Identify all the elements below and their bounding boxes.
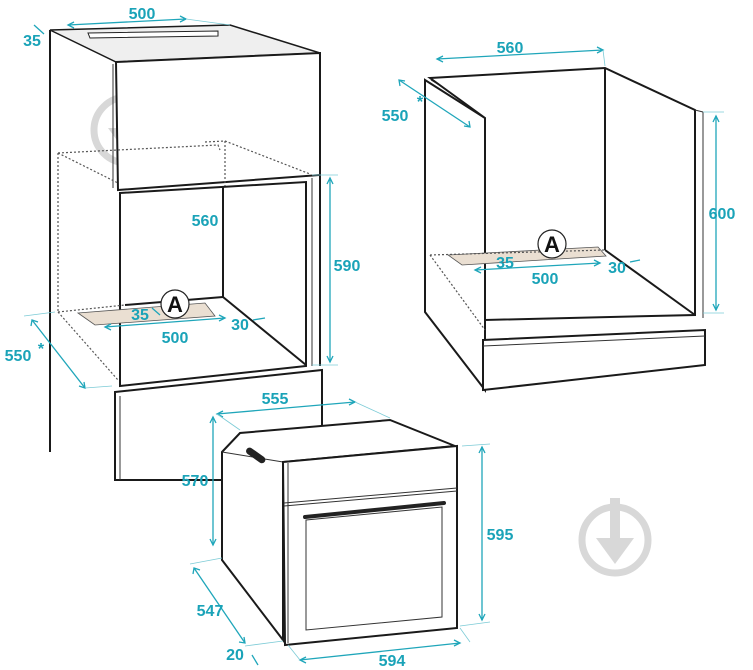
dim-slot-offset: 30 bbox=[231, 317, 249, 334]
dim-front-height: 595 bbox=[487, 527, 514, 544]
dim-body-depth: 555 bbox=[262, 391, 289, 408]
cabinet-upper-panel bbox=[114, 51, 321, 192]
dim-slot-depth: 35 bbox=[131, 307, 149, 324]
dim-front-width: 594 bbox=[379, 653, 406, 670]
oven-door-handle bbox=[303, 501, 446, 519]
slot-marker-circle bbox=[160, 289, 190, 319]
slot-marker-circle bbox=[537, 229, 567, 259]
dim-slot-width: 500 bbox=[162, 330, 189, 347]
base-cabinet bbox=[424, 66, 706, 393]
cabinet-left-panel bbox=[424, 78, 486, 393]
dim-slot-offset: 30 bbox=[608, 260, 626, 277]
dim-slot-width: 500 bbox=[532, 271, 559, 288]
dim-body-height: 570 bbox=[182, 473, 209, 490]
tall-cabinet bbox=[49, 24, 323, 481]
dim-depth: 550 bbox=[5, 348, 32, 365]
dim-slot-depth: 35 bbox=[496, 255, 514, 272]
dim-inner-depth: 560 bbox=[192, 213, 219, 230]
tall-cabinet-dimensions: 500 35 560 590 35 A 30 500 550 * bbox=[5, 6, 361, 389]
dim-depth: 547 bbox=[197, 603, 224, 620]
slot-marker: A bbox=[544, 232, 560, 257]
dim-height: 590 bbox=[334, 258, 361, 275]
base-cabinet-dimensions: 560 550 * 600 A 35 30 500 bbox=[382, 40, 736, 314]
dim-depth-note: * bbox=[38, 341, 45, 358]
dim-depth: 550 bbox=[382, 108, 409, 125]
oven-front bbox=[281, 444, 458, 647]
cabinet-plinth bbox=[482, 328, 706, 392]
oven-door-window bbox=[305, 506, 443, 631]
dim-top-width: 500 bbox=[129, 6, 156, 23]
slot-marker: A bbox=[167, 292, 183, 317]
oven bbox=[221, 418, 458, 647]
dim-front-thickness: 20 bbox=[226, 647, 244, 664]
dim-top-depth: 35 bbox=[23, 33, 41, 50]
dim-width: 560 bbox=[497, 40, 524, 57]
oven-vent-slot bbox=[246, 447, 266, 464]
dim-depth-note: * bbox=[417, 94, 424, 111]
oven-dimensions: 555 570 595 547 20 594 bbox=[182, 391, 514, 670]
watermark-icon bbox=[578, 498, 652, 577]
dim-height: 600 bbox=[709, 206, 736, 223]
